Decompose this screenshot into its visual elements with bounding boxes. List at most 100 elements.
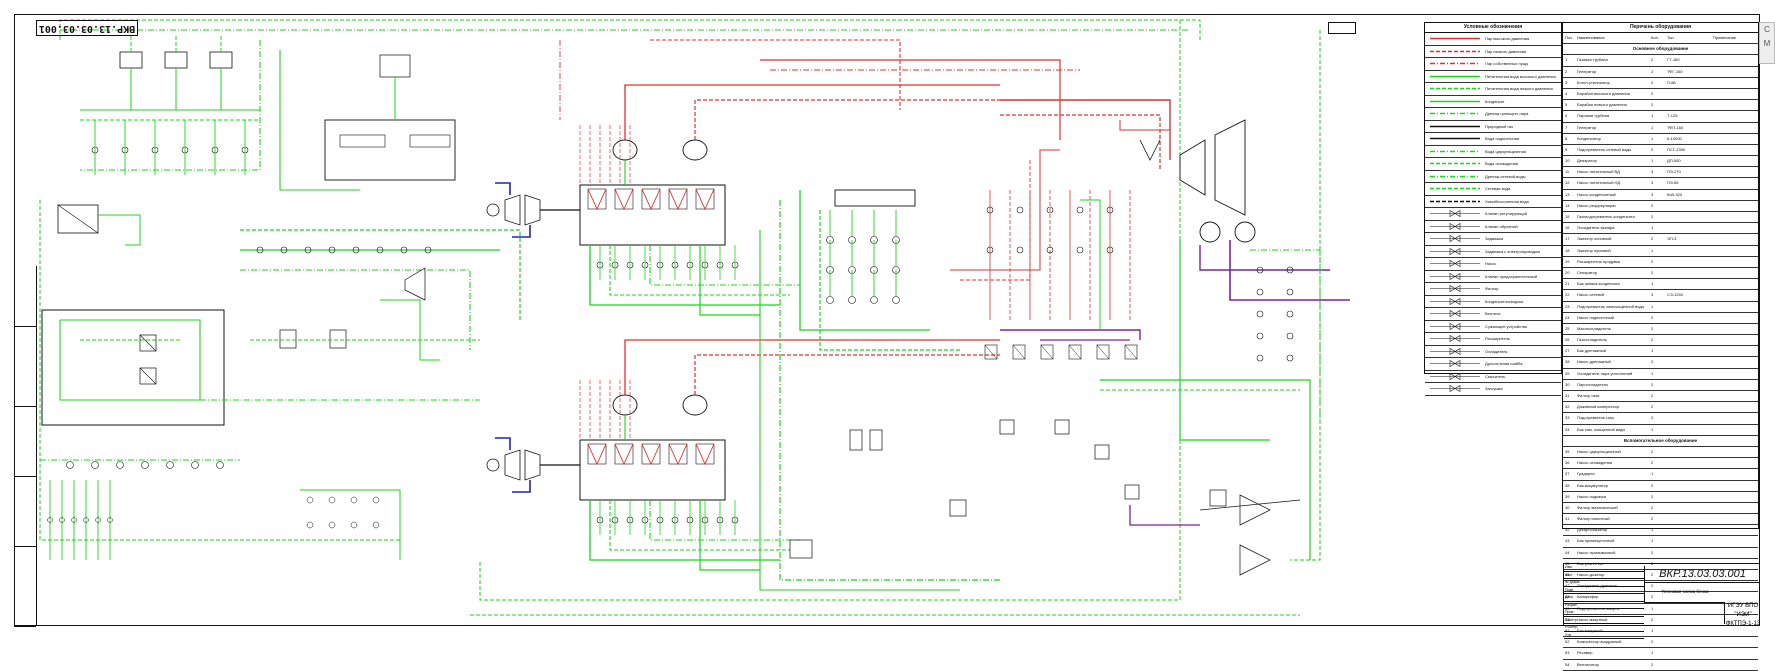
- pump-symbol: [826, 296, 834, 304]
- spec-cell: Вентилятор: [1577, 661, 1599, 667]
- spec-cell: 37: [1565, 471, 1570, 477]
- condensate-line: [699, 500, 760, 571]
- spec-cell: 33: [1565, 415, 1570, 421]
- spec-cell: Насос охлаждения: [1577, 460, 1613, 466]
- spec-cell: 2: [1651, 572, 1654, 577]
- valve-symbol: [424, 246, 432, 254]
- legend-sample: [1430, 235, 1480, 242]
- spec-cell: 21: [1565, 281, 1570, 287]
- gas-line: [495, 437, 511, 450]
- spec-cell: Тип: [1667, 35, 1674, 40]
- valve-symbol: [280, 246, 288, 254]
- legend-label: Дроссельная шайба: [1485, 361, 1523, 366]
- legend-row: Дроссельная шайба: [1425, 358, 1561, 371]
- network-water-line: [1100, 379, 1311, 560]
- valve-symbol: [1256, 310, 1264, 318]
- fuel-line: [1129, 505, 1200, 526]
- side-cell: [14, 546, 36, 627]
- cooling-unit-box: [41, 309, 225, 426]
- spec-cell: 2: [1651, 79, 1654, 85]
- spec-cell: 2: [1651, 661, 1654, 667]
- legend-label: Конденсатоотводчик: [1485, 298, 1524, 304]
- legend-label: Химобессоленная вода: [1485, 198, 1529, 204]
- legend-row: Конденсатоотводчик: [1425, 296, 1561, 308]
- spec-cell: 32: [1565, 404, 1570, 410]
- spec-cell: 1: [1651, 281, 1654, 287]
- spec-cell: 1: [1651, 124, 1654, 130]
- spec-cell: Эжектор пусковой: [1577, 247, 1611, 253]
- pump-symbol: [848, 296, 856, 304]
- feedwater-line: [609, 500, 790, 551]
- organization: ИГЭУ ВПО "ИЭИ" ФКТПЭ-1-13: [1724, 602, 1761, 627]
- legend-sample: [1430, 87, 1480, 90]
- legend-sample: [1430, 297, 1480, 305]
- spec-cell: 40: [1565, 504, 1570, 510]
- legend-sample: [1430, 360, 1480, 367]
- sheet-frame: [14, 14, 1760, 626]
- valve-symbol: [1256, 266, 1264, 274]
- spec-cell: ДП-500: [1667, 158, 1681, 164]
- legend-sample: [1430, 175, 1480, 177]
- legend-sample: [1430, 150, 1480, 152]
- hp-steam-line: [624, 339, 1000, 395]
- heat-exchanger: [1012, 344, 1026, 360]
- valve-symbol: [107, 517, 113, 523]
- condensate-line: [759, 230, 960, 591]
- spec-cell: 35: [1565, 448, 1570, 454]
- deaerator-box: [324, 119, 456, 181]
- legend-label: Пар высокого давления: [1485, 36, 1530, 41]
- spec-cell: 2: [1651, 57, 1654, 63]
- legend-sample: [1430, 260, 1480, 267]
- valve-symbol: [328, 521, 336, 529]
- title-block-cell: Лист: [1564, 572, 1644, 579]
- hrsg-coil: [668, 443, 688, 466]
- title-block-cell: Изм.: [1564, 564, 1644, 572]
- spec-cell: 2: [1651, 639, 1654, 645]
- valve-symbol: [256, 246, 264, 254]
- spec-cell: К-10000: [1667, 135, 1682, 141]
- spec-cell: Насос рециркуляции: [1577, 202, 1616, 208]
- spec-cell: 1: [1651, 605, 1654, 611]
- spec-cell: 1: [1651, 225, 1654, 231]
- spec-cell: 1: [1651, 650, 1654, 656]
- spec-cell: Паровая турбина: [1577, 113, 1610, 119]
- title-block-cell: Т.контр.: [1564, 617, 1644, 624]
- legend-label: Охладитель: [1485, 348, 1508, 354]
- spec-cell: Насос дренажный: [1577, 359, 1611, 365]
- spec-cell: 54: [1565, 661, 1570, 667]
- legend-row: Смеситель: [1425, 371, 1561, 383]
- valve-symbol: [1016, 206, 1024, 214]
- spec-cell: 2: [1651, 516, 1654, 522]
- spec-cell: 1: [1651, 303, 1654, 309]
- spec-cell: Генератор: [1577, 124, 1597, 130]
- valve-symbol: [47, 517, 53, 523]
- compressor-symbol: [504, 194, 521, 226]
- valve-symbol: [71, 517, 77, 523]
- legend-sample: [1430, 335, 1480, 342]
- legend-row: Сужающее устройство: [1425, 321, 1561, 333]
- hrsg-coil: [587, 188, 607, 211]
- spec-cell: 27: [1565, 348, 1570, 354]
- spec-cell: 48: [1565, 594, 1570, 600]
- spec-cell: 3: [1565, 79, 1568, 85]
- heat-exchanger: [1068, 344, 1082, 360]
- condenser: [1199, 221, 1221, 243]
- title-block-cell: Разраб.: [1564, 602, 1644, 609]
- spec-cell: П-88: [1667, 79, 1676, 85]
- legend-sample: [1430, 285, 1480, 292]
- spec-cell: 4: [1565, 90, 1568, 96]
- deaerator-tank: [409, 134, 451, 148]
- valve-symbol: [350, 521, 358, 529]
